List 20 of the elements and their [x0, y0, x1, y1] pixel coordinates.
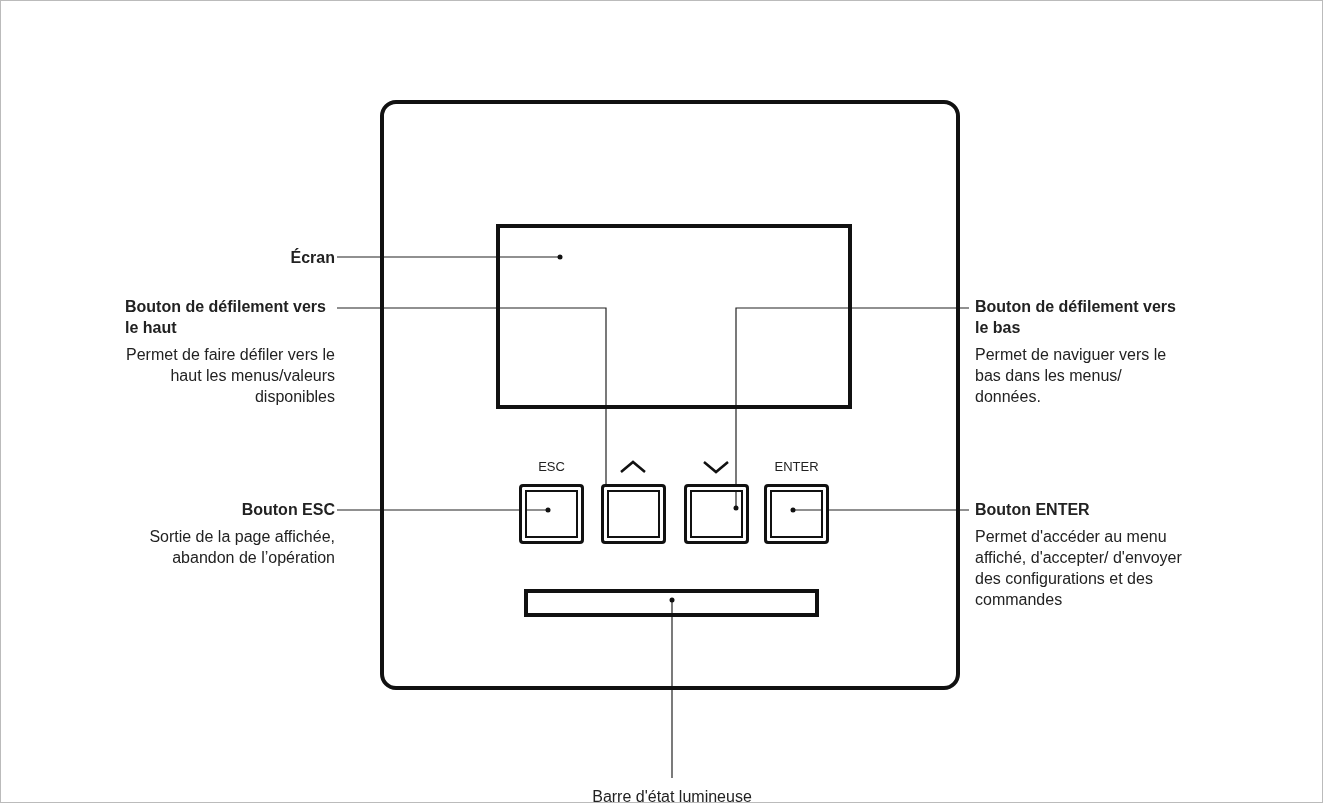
leader-line	[733, 307, 970, 511]
callout-title: Bouton ENTER	[975, 500, 1091, 520]
leader-line	[790, 507, 970, 513]
key-label: ENTER	[773, 458, 820, 476]
leader-line	[336, 254, 563, 260]
callout-text: Permet de faire défiler vers le haut les menus/valeurs disponibles	[125, 345, 335, 407]
display-screen	[496, 224, 852, 409]
status-light-bar	[524, 589, 819, 617]
callout-title: Bouton de défilement vers le bas	[975, 297, 1177, 338]
callout-text: Sortie de la page affichée, abandon de l’opération	[148, 527, 335, 568]
callout-text: Barre d'état lumineuse	[591, 787, 753, 803]
device-panel	[380, 100, 960, 690]
callout-title: Bouton de défilement vers le haut	[125, 297, 327, 338]
callout-text: Permet de naviguer vers le bas dans les menus/ données.	[975, 345, 1168, 407]
callout-text: Permet d'accéder au menu affiché, d'accepter/ d'envoyer des configurations et des commandes	[975, 527, 1183, 610]
callout-title: Écran	[289, 247, 335, 268]
leader-line	[336, 507, 551, 513]
leader-line	[669, 597, 675, 779]
callout-title: Bouton ESC	[240, 500, 335, 520]
key-label: ESC	[537, 458, 566, 476]
